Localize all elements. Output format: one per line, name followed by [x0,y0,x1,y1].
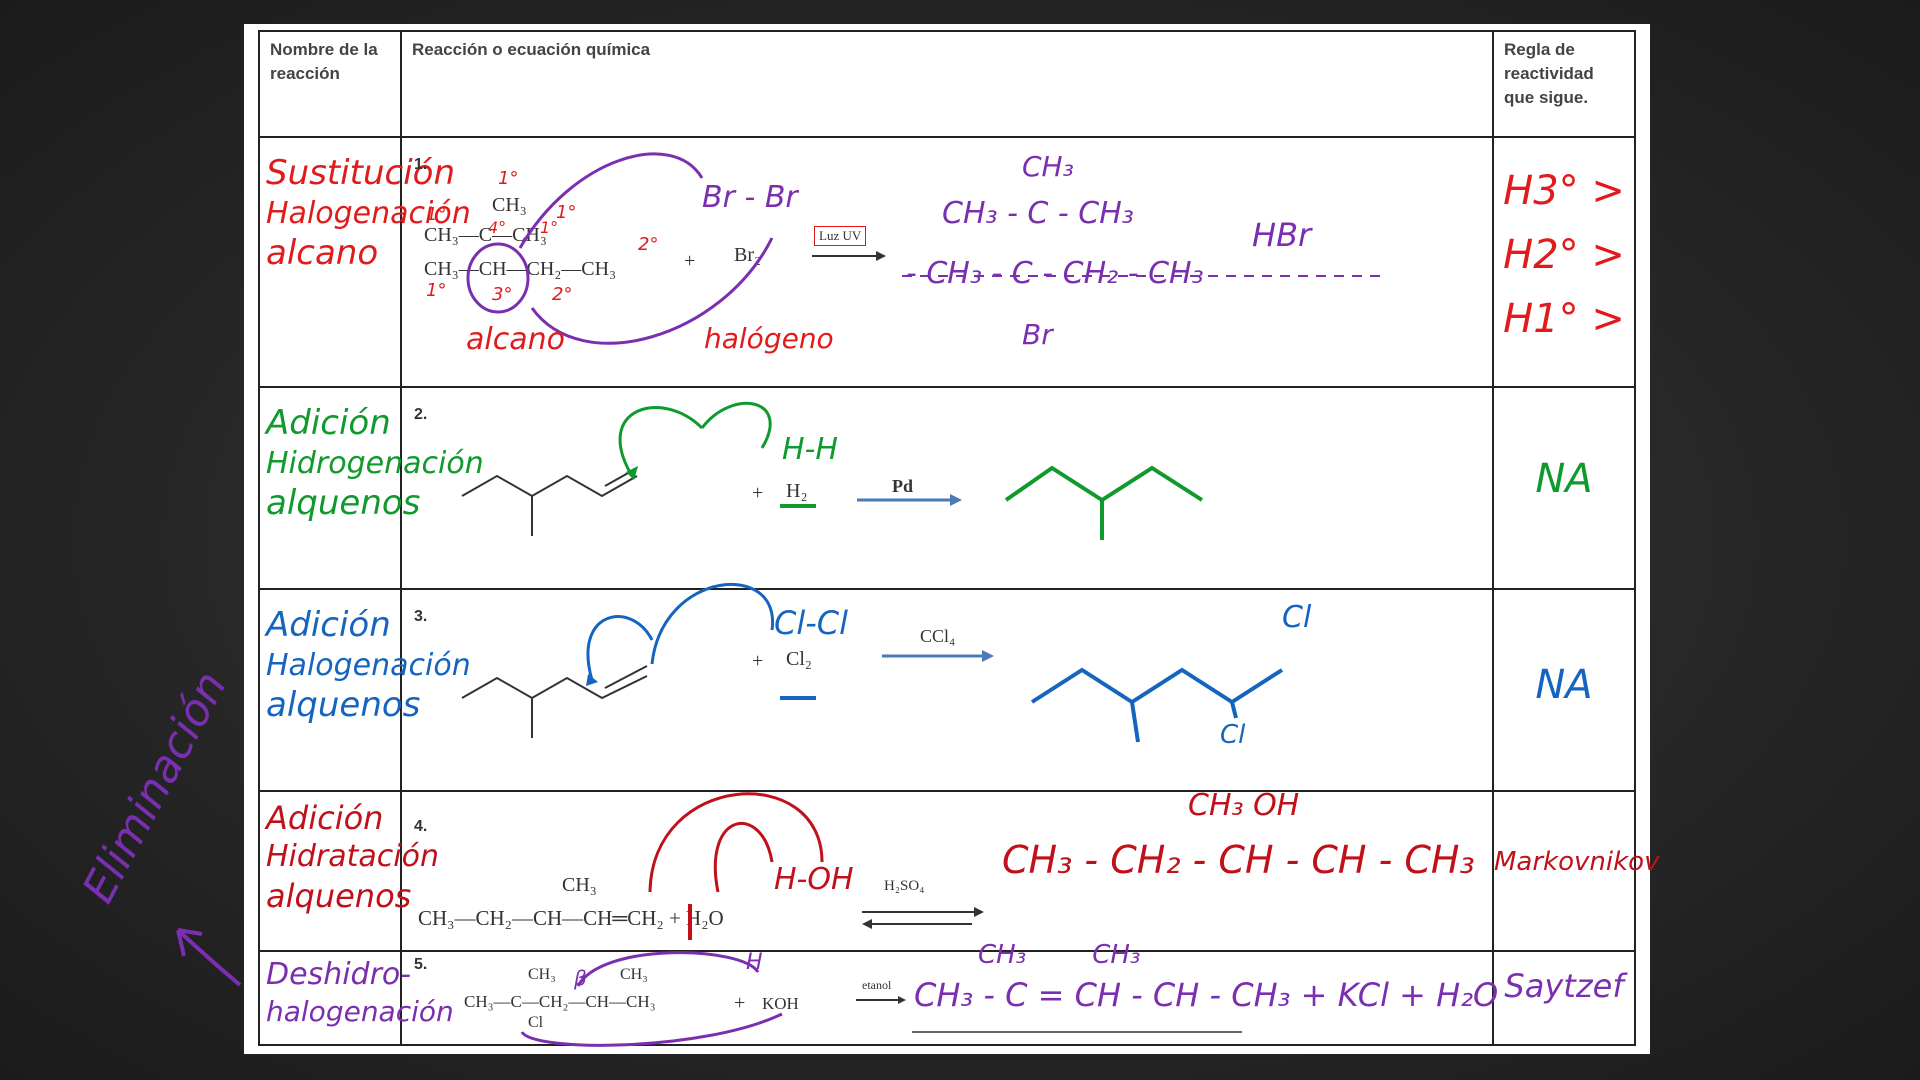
row-3: Adición Halogenación alquenos 3. + Cl₂ C… [258,583,1636,792]
row5-reaction: 5. CH₃ CH₃ CH₃—C—CH₂—CH—CH₃ Cl + KOH eta… [400,940,1498,1047]
row2-arrow-label: Pd [892,476,914,496]
row5-arrow-label: etanol [862,978,892,992]
row3-cl-cl: Cl-Cl [774,604,849,642]
row4-number: 4. [414,818,428,835]
side-note-eliminacion: Eliminación [72,663,237,911]
row3-name-3: alquenos [266,685,421,725]
row3-name-2: Halogenación [266,647,471,683]
row3-number: 3. [414,608,428,625]
row1-br-br: Br - Br [702,180,798,215]
row5-equation: CH₃—C—CH₂—CH—CH₃ [464,992,656,1011]
row1-reagent: Br₂ [734,244,761,266]
row4-product: CH₃ - CH₂ - CH - CH - CH₃ [1002,838,1475,882]
row5-ch3-top-2: CH₃ [620,966,648,983]
row1-product-main: - CH₃ - C - CH₂ - CH₃ [906,256,1204,291]
row5-reagent: KOH [762,994,799,1013]
row2-name-2: Hidrogenación [266,445,484,481]
row3-reagent: Cl₂ [786,648,812,670]
row1-degree: 4° [488,218,507,237]
row5-rule: Saytzef [1504,967,1624,1005]
row1-degree: 1° [426,204,447,225]
row1-degree: 2° [638,234,659,255]
row5-ch3-top-1: CH₃ [528,966,556,983]
row5-cl: Cl [528,1014,544,1031]
row3-arrow-label: CCl₄ [920,626,956,646]
row1-degree: 2° [552,284,573,305]
row2-reagent: H₂ [786,480,808,502]
row1-product-mid: CH₃ - C - CH₃ [942,196,1134,231]
row1-reaction: 1. CH₃ CH₃—C—CH₃ CH₃—CH—CH₂—CH₃ + Br₂ Lu… [400,136,1494,388]
header-name: Nombre de la reacción [258,30,402,138]
row1-name-3: alcano [266,233,379,273]
row1-name-2: Halogenación [266,195,471,231]
row2-number: 2. [414,406,428,423]
row2-reaction: 2. + H₂ Pd H-H [400,386,1494,590]
row1-line-b: CH₃—CH—CH₂—CH₃ [424,258,617,280]
row5-beta: β [574,966,587,990]
row1-product-br: Br [1022,318,1053,351]
row1-alcano-label: alcano [466,322,565,357]
row5-number: 5. [414,956,428,973]
row1-halogeno-label: halógeno [704,322,834,355]
row4-ch3-top: CH₃ [562,874,597,896]
row2-structures [461,401,1204,540]
row5-h: H [746,950,763,975]
row3-reaction: 3. + Cl₂ CCl₄ Cl-Cl Cl Cl [400,583,1494,792]
row-2: Adición Hidrogenación alquenos 2. + H₂ P… [258,386,1636,590]
row3-cl-top: Cl [1282,600,1312,635]
row2-h-h: H-H [782,432,838,467]
row5-product-top: CH₃ CH₃ [978,940,1141,970]
row2-rule: NA [1535,456,1593,502]
row3-cl-bottom: Cl [1220,720,1246,750]
row2-name-1: Adición [266,403,391,443]
row1-degree: 1° [498,168,519,189]
row4-name-1: Adición [266,799,384,837]
row1-product-top: CH₃ [1022,150,1074,183]
row1-rule-3: H1° > [1503,296,1625,342]
row1-ch3-top: CH₃ [492,194,527,216]
row1-plus: + [684,250,696,272]
row4-name-3: alquenos [266,876,412,915]
row1-degree: 3° [492,284,513,305]
row5-product: CH₃ - C = CH - CH - CH₃ + KCl + H₂O [914,976,1499,1014]
row1-arrow-label: Luz UV [814,226,867,246]
row1-line-a: CH₃—C—CH₃ [424,224,547,246]
row4-arrow-label: H₂SO₄ [884,878,925,894]
row5-plus: + [734,992,746,1014]
row2-name-3: alquenos [266,483,421,523]
header-rule: Regla de reactividad que sigue. [1492,30,1636,138]
row1-number: 1. [414,156,428,173]
row3-plus: + [752,650,764,672]
row4-rule: Markovnikov [1494,847,1660,877]
row3-rule: NA [1535,662,1593,708]
row-5: Deshidro- halogenación 5. CH₃ CH₃ CH₃—C—… [258,940,1636,1047]
row1-name-1: Sustitución [266,153,455,193]
row4-reaction: 4. CH₃ CH₃—CH₂—CH—CH═CH₂ + H₂O H₂SO₄ H-O… [400,788,1494,952]
row-1: Sustitución Halogenación alcano 1. CH₃ C… [258,136,1636,388]
row5-name-1: Deshidro- [266,957,412,992]
row1-rule-1: H3° > [1503,168,1625,214]
row1-degree: 1° [426,280,447,301]
row4-h-oh: H-OH [774,862,854,897]
row2-plus: + [752,482,764,504]
row5-name-2: halogenación [266,994,454,1028]
row-4: Adición Hidratación alquenos 4. CH₃ CH₃—… [258,788,1660,952]
row1-rule-2: H2° > [1503,232,1625,278]
row1-degree: 1° [540,218,559,237]
row3-structures [461,583,1284,743]
worksheet-page: Nombre de la reacción Reacción o ecuació… [244,24,1660,1054]
row4-name-2: Hidratación [266,839,439,874]
reaction-table: Nombre de la reacción Reacción o ecuació… [258,30,1660,1047]
row4-product-top: CH₃ OH [1188,788,1300,823]
row3-name-1: Adición [266,605,391,645]
row1-degree: 1° [556,202,577,223]
row4-equation: CH₃—CH₂—CH—CH═CH₂ + H₂O [418,906,724,930]
header-reaction: Reacción o ecuación química [400,30,1494,138]
row1-hbr: HBr [1252,216,1312,254]
